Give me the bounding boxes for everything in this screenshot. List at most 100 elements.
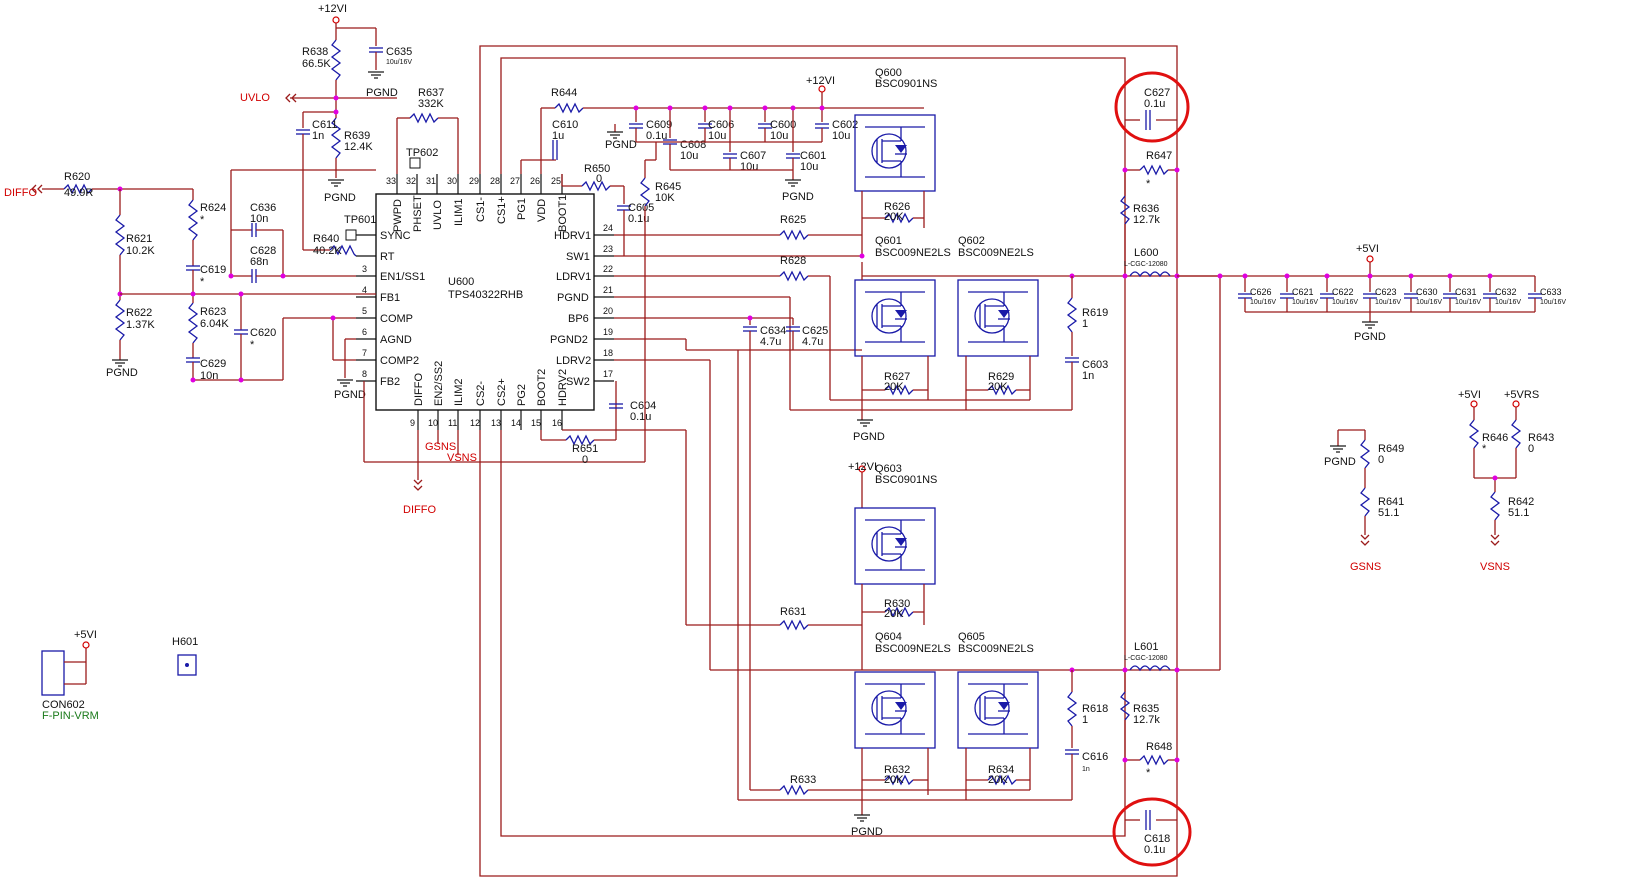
pin-name: LDRV2 (556, 355, 591, 367)
c603-ref: C603 (1082, 359, 1108, 371)
pin-name: BOOT2 (536, 369, 548, 406)
gsns-network: PGND R649 0 R641 51.1 GSNS (1324, 429, 1404, 573)
pin-number: 28 (490, 176, 500, 186)
c636-val: 10n (250, 213, 268, 225)
tp602-label: TP602 (406, 147, 438, 159)
c628-ref: C628 (250, 245, 276, 257)
uvlo-divider: +12VI UVLO R638 66.5K C635 10u/16V PGND … (240, 3, 412, 251)
r633-ref: R633 (790, 774, 816, 786)
r651-val: 0 (582, 454, 588, 466)
c619-val: * (200, 276, 205, 288)
pin-number: 14 (511, 418, 521, 428)
pin-name: BOOT1 (557, 195, 569, 232)
c603-val: 1n (1082, 370, 1094, 382)
pin-name: AGND (380, 334, 412, 346)
pin-name: CS2+ (496, 378, 508, 406)
r618-val: 1 (1082, 714, 1088, 726)
q605: Q605 BSC009NE2LS R634 20K (862, 631, 1075, 800)
out-cap-val: 10u/16V (1292, 299, 1318, 306)
ic-right-pins (594, 234, 614, 382)
l601-part: L-CGC-12080 (1124, 655, 1168, 662)
ic-bottom-pin-names: DIFFO EN2/SS2 ILIM2 CS2- CS2+ PG2 BOOT2 … (413, 361, 569, 406)
pin-name: HDRV2 (557, 369, 569, 406)
r638-val: 66.5K (302, 58, 331, 70)
r641-val: 51.1 (1378, 507, 1399, 519)
c636-ref: C636 (250, 202, 276, 214)
r640-val: 40.2K (313, 245, 342, 257)
q605-ref: Q605 (958, 631, 985, 643)
pgnd-label: PGND (605, 139, 637, 151)
testpoints: TP602 TP601 R640 40.2K (313, 147, 438, 257)
q603: +12VI Q603 BSC0901NS R630 20K (848, 461, 937, 670)
r636-ref: R636 (1133, 203, 1159, 215)
pin-name: FB2 (380, 376, 400, 388)
r651: R651 0 C604 0.1u (540, 381, 656, 466)
pin-number: 22 (603, 264, 613, 274)
c601-val: 10u (800, 161, 818, 173)
out-cap-val: 10u/16V (1540, 299, 1566, 306)
snubber-2: R618 1 C616 1n (1064, 670, 1108, 800)
pgnd-label: PGND (334, 389, 366, 401)
pin-name: PGND2 (550, 334, 588, 346)
c616-val: 1n (1082, 766, 1090, 773)
c606-ref: C606 (708, 119, 734, 131)
out-cap-ref: C630 (1416, 287, 1438, 297)
l600-ref: L600 (1134, 247, 1158, 259)
ic-ref: U600 (448, 276, 474, 288)
pin-name: CS1- (475, 197, 487, 222)
r644-ref: R644 (551, 87, 577, 99)
pin-number: 17 (603, 369, 613, 379)
net-label-diffo: DIFFO (4, 187, 37, 199)
c629-val: 10n (200, 370, 218, 382)
c607-ref: C607 (740, 150, 766, 162)
p12-label: +12VI (806, 75, 835, 87)
pin-name: CS1+ (496, 196, 508, 224)
r618-ref: R618 (1082, 703, 1108, 715)
c605-val: 0.1u (628, 213, 649, 225)
r637: R637 332K (396, 87, 459, 174)
p12-label: +12VI (318, 3, 347, 15)
pin-name: LDRV1 (556, 271, 591, 283)
r645-ref: R645 (655, 181, 681, 193)
q602: Q602 BSC009NE2LS R629 20K (862, 235, 1220, 410)
output-stage-1: C627 0.1u R647 * R636 12.7k L600 L-CGC-1… (1114, 71, 1535, 279)
pin-name: SYNC (380, 230, 411, 242)
r643-val: 0 (1528, 443, 1534, 455)
c602-val: 10u (832, 130, 850, 142)
p5-label: +5VI (74, 629, 97, 641)
r647-val: * (1146, 178, 1151, 190)
pin-number: 24 (603, 223, 613, 233)
pin-name: EN2/SS2 (433, 361, 445, 406)
r643-ref: R643 (1528, 432, 1554, 444)
r648-val: * (1146, 767, 1151, 779)
pin-number: 11 (448, 418, 457, 428)
diffo-input: DIFFO R620 49.9R (4, 171, 193, 199)
con602-part: F-PIN-VRM (42, 710, 99, 722)
out-cap-ref: C623 (1375, 287, 1397, 297)
pin-name: BP6 (568, 313, 589, 325)
pin-name: SW1 (566, 251, 590, 263)
ic-left-pin-labels: SYNC RT EN1/SS1 FB1 COMP AGND COMP2 FB2 … (362, 230, 425, 388)
highlight-circle (1114, 71, 1190, 143)
pin-name: PWPD (392, 199, 404, 232)
q604-ref: Q604 (875, 631, 902, 643)
left-low-wiring: PGND (330, 315, 645, 463)
pin-name: RT (380, 251, 395, 263)
q601-part: BSC009NE2LS (875, 247, 951, 259)
pin-number: 30 (447, 176, 457, 186)
fb-network: R624 * C619 * R623 6.04K C629 10n C620 * (120, 189, 376, 383)
out-cap-ref: C622 (1332, 287, 1354, 297)
pin-number: 16 (552, 418, 562, 428)
pin-number: 32 (406, 176, 416, 186)
gate-drive-2: R631 R633 (562, 350, 1072, 801)
r634-val: 20K (988, 774, 1008, 786)
ic-top-pin-numbers: 33 32 31 30 29 28 27 26 25 (386, 176, 561, 186)
r630-val: 20K (884, 608, 904, 620)
c616-ref: C616 (1082, 751, 1108, 763)
pgnd-label: PGND (324, 192, 356, 204)
pin-number: 13 (491, 418, 501, 428)
ic-bottom-pin-numbers: 9 10 11 12 13 14 15 16 (410, 418, 562, 428)
gate-drive-1: R625 R628 C634 4.7u C625 4.7u (614, 214, 1221, 671)
r626-ref: R626 (884, 201, 910, 213)
